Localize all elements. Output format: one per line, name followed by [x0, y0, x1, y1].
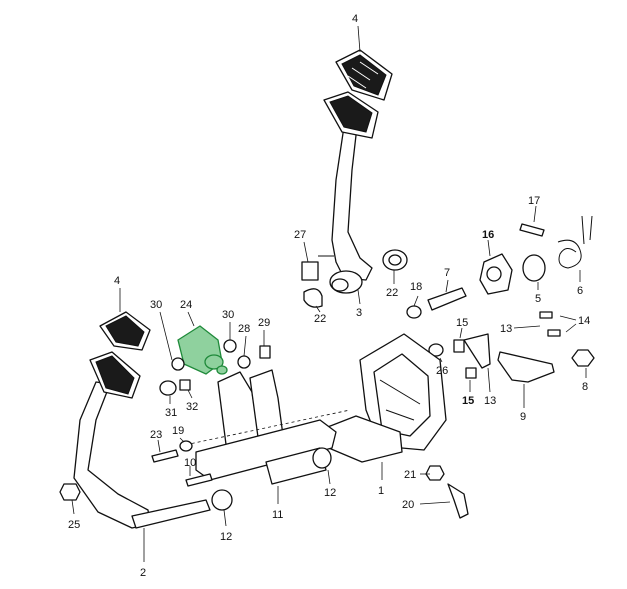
callout-2: 2: [140, 567, 146, 579]
callout-18: 18: [410, 281, 422, 293]
callout-24: 24: [180, 299, 192, 311]
callout-12-upper: 12: [324, 487, 336, 499]
callout-15-upper: 15: [456, 317, 468, 329]
callout-10: 10: [184, 457, 196, 469]
callout-21: 21: [404, 469, 416, 481]
center-bracket-group: [319, 333, 469, 519]
callout-13-lower: 13: [484, 395, 496, 407]
callout-22-upper: 22: [386, 287, 398, 299]
callout-20: 20: [402, 499, 414, 511]
callout-30-right: 30: [222, 309, 234, 321]
callout-22-lower: 22: [314, 313, 326, 325]
callout-32: 32: [186, 401, 198, 413]
callout-15-lower: 15: [462, 395, 474, 407]
callout-5: 5: [535, 293, 541, 305]
callout-11: 11: [272, 509, 283, 521]
callout-6: 6: [577, 285, 583, 297]
master-cylinder-group: [159, 325, 271, 396]
callout-29: 29: [258, 317, 270, 329]
left-bracket-group: [179, 369, 351, 511]
callout-26: 26: [436, 365, 448, 377]
callout-25: 25: [68, 519, 80, 531]
callout-23: 23: [150, 429, 162, 441]
upper-pedal-group: [301, 49, 408, 308]
callout-4-left: 4: [114, 275, 120, 287]
callout-7: 7: [444, 267, 450, 279]
callout-12-lower: 12: [220, 531, 232, 543]
callout-28: 28: [238, 323, 250, 335]
right-parts-group: [406, 215, 595, 383]
callout-27: 27: [294, 229, 306, 241]
callout-19: 19: [172, 425, 184, 437]
callout-9: 9: [520, 411, 526, 423]
callout-16: 16: [482, 229, 494, 241]
callout-1: 1: [378, 485, 384, 497]
callout-14: 14: [578, 315, 590, 327]
callout-13-upper: 13: [500, 323, 512, 335]
lower-pedal-group: [59, 311, 213, 529]
callout-8: 8: [582, 381, 588, 393]
callout-4-top: 4: [352, 13, 358, 25]
callout-17: 17: [528, 195, 540, 207]
callout-31: 31: [165, 407, 177, 419]
callout-30-left: 30: [150, 299, 162, 311]
callout-3: 3: [356, 307, 362, 319]
callouts-group: 4 27 22 3 22 18 7 16 17 5 6 14 13 15 26 …: [68, 13, 590, 579]
